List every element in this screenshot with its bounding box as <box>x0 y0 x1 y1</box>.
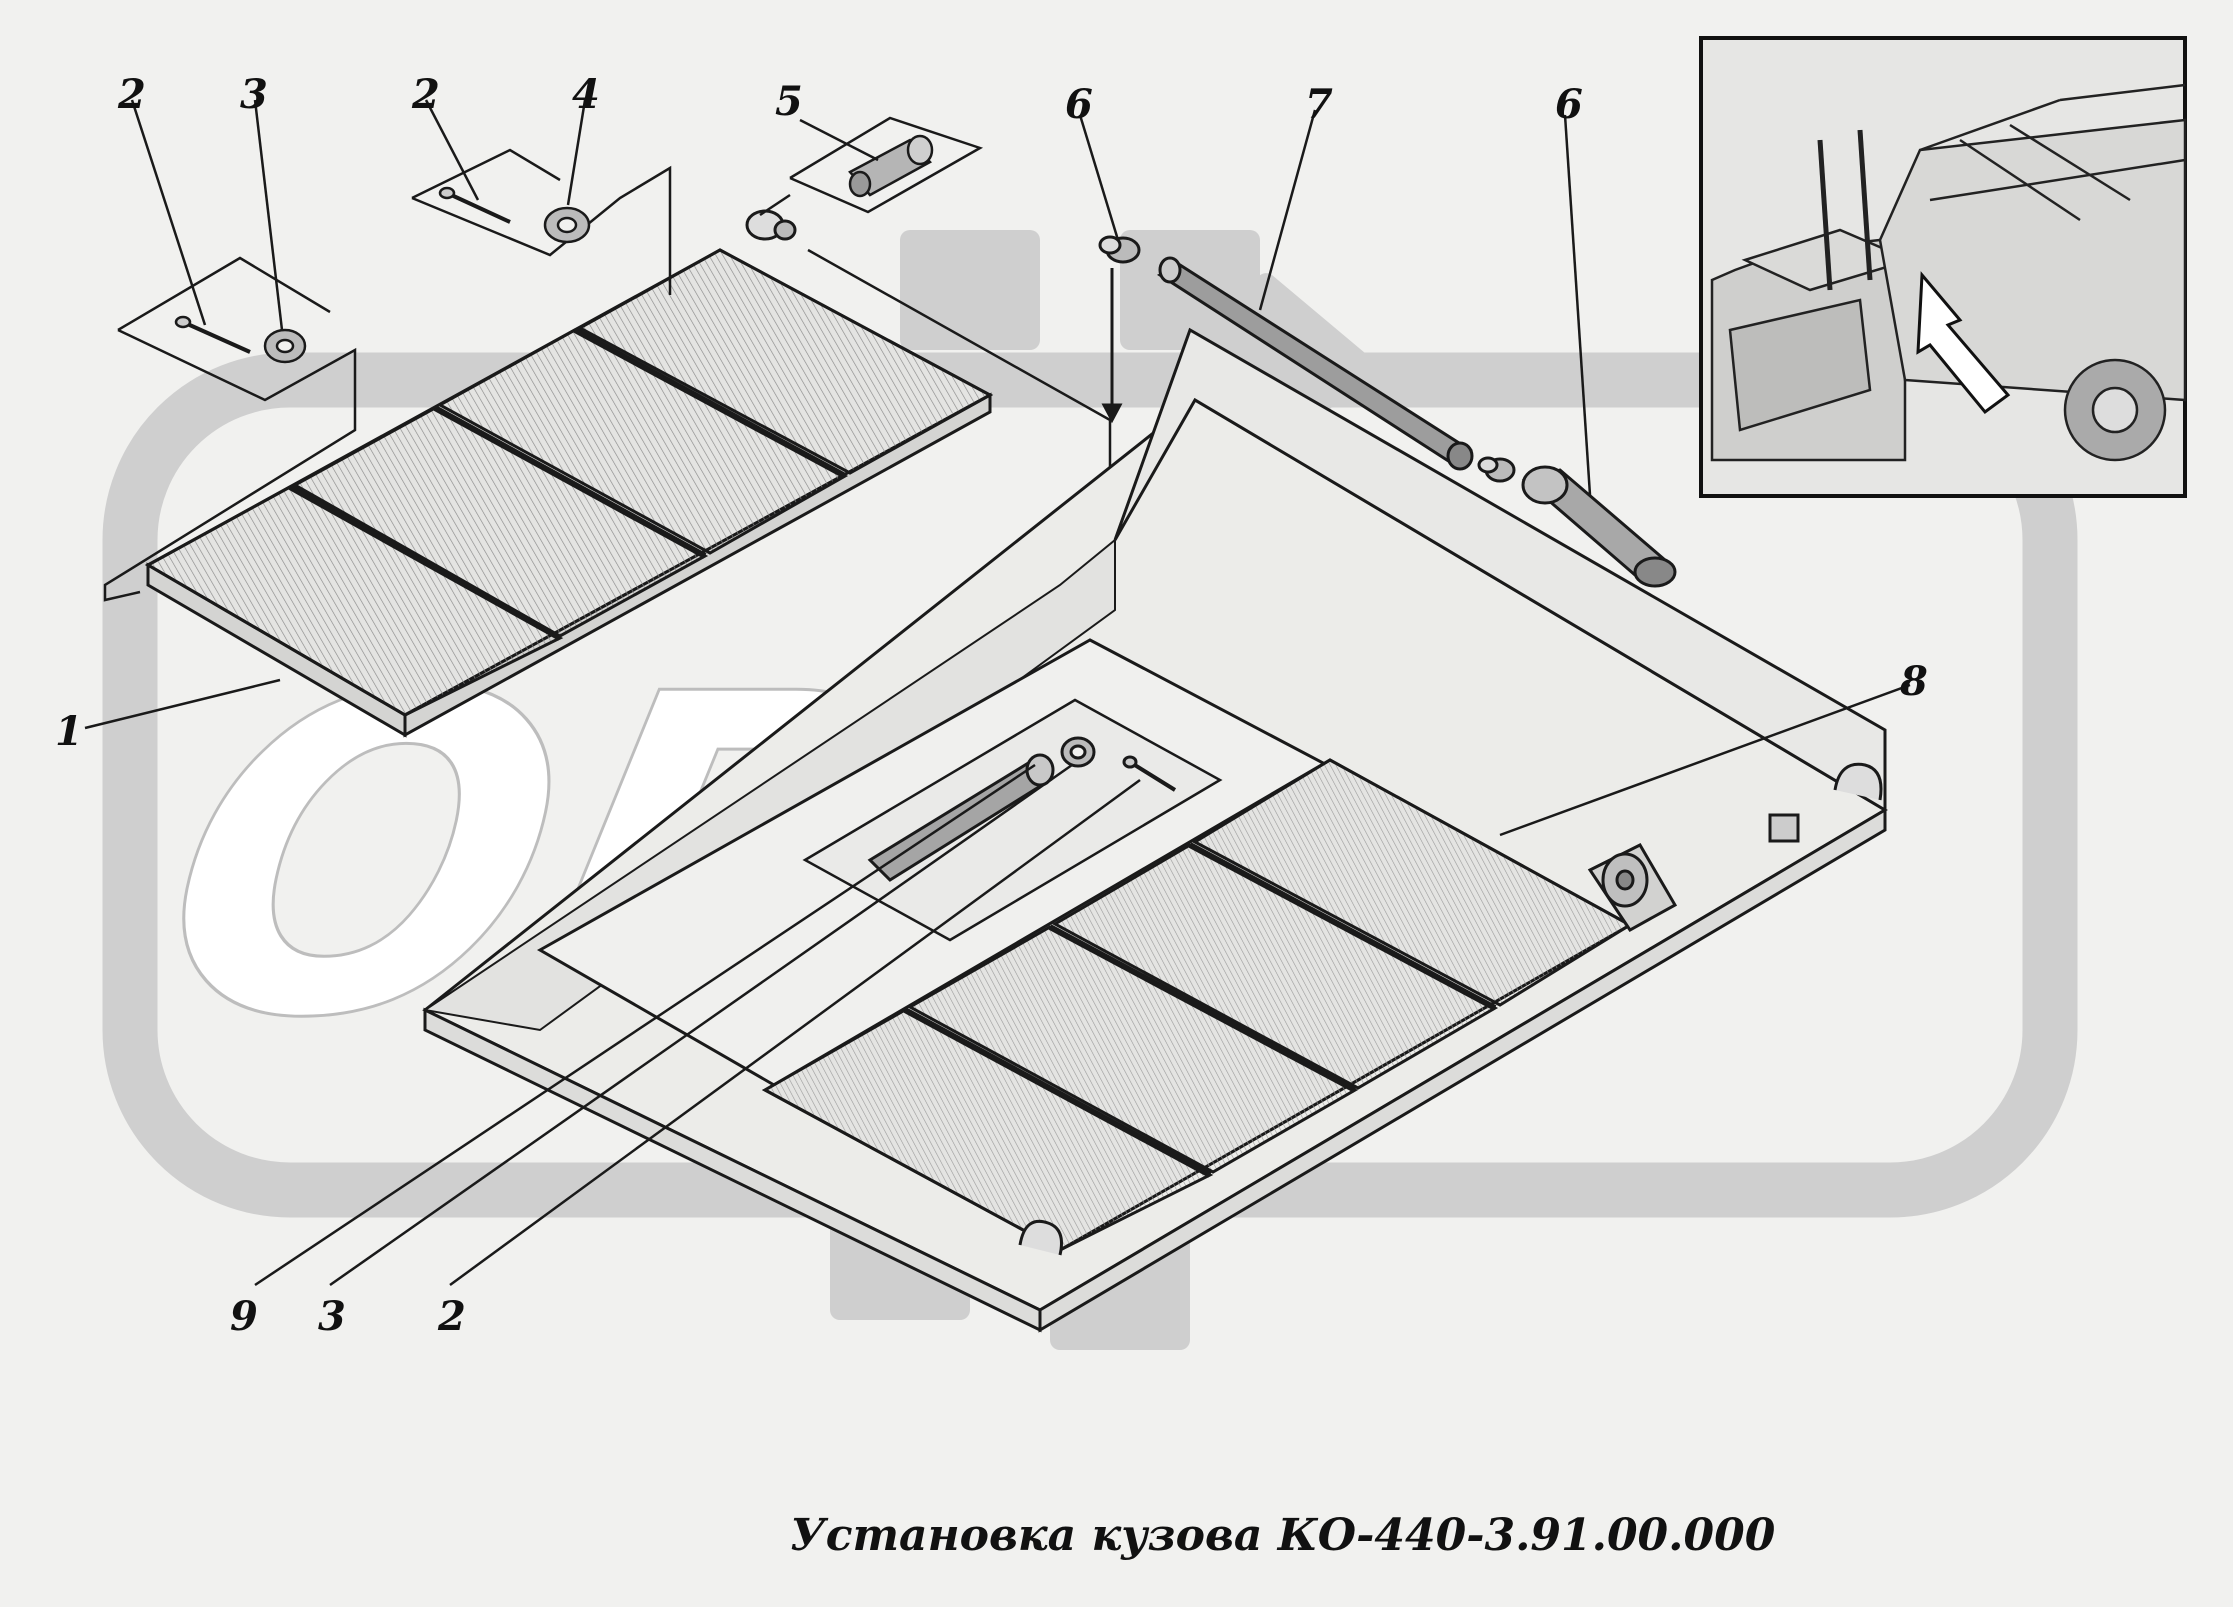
leader-box-2 <box>411 165 672 295</box>
cotter-pin-icon <box>438 186 511 224</box>
pin-icon <box>848 134 934 198</box>
panel-slats <box>144 248 994 717</box>
washer-icon <box>263 328 307 364</box>
callout-2: 2 <box>117 71 146 118</box>
truck-sketch <box>1710 83 2187 462</box>
truck-location-inset <box>1699 36 2187 498</box>
callout-4: 4 <box>572 71 600 118</box>
callout-3: 3 <box>318 1293 346 1340</box>
callout-8: 8 <box>1899 658 1928 705</box>
lifting-lug-icon <box>1018 1219 1063 1256</box>
bushing-icon <box>1098 235 1141 264</box>
callout-6: 6 <box>1065 81 1093 128</box>
washer-icon <box>1060 736 1096 768</box>
hinge-bracket-icon <box>1587 843 1678 932</box>
leader-box-1 <box>103 328 357 602</box>
callout-6: 6 <box>1555 81 1583 128</box>
hydraulic-cylinder <box>1098 235 1677 588</box>
leader-box-3 <box>789 116 984 214</box>
callout-3: 3 <box>240 71 268 118</box>
cotter-pin-icon <box>1122 755 1177 792</box>
callout-2: 2 <box>437 1293 466 1340</box>
leader-lines <box>84 99 1911 1287</box>
location-arrow-icon <box>1916 271 2011 415</box>
callouts: 2 3 2 4 5 6 7 6 1 8 9 3 2 <box>55 71 1928 1340</box>
plate-icon <box>1768 813 1800 843</box>
floor-panel-slats <box>761 758 1633 1252</box>
callout-9: 9 <box>230 1293 258 1340</box>
callout-1: 1 <box>55 708 83 755</box>
callout-2: 2 <box>411 71 440 118</box>
bushing-icon <box>1477 456 1516 483</box>
washer-icon <box>543 206 591 244</box>
callout-5: 5 <box>775 78 803 125</box>
callout-7: 7 <box>1305 81 1333 128</box>
floor-panel-detached <box>144 209 994 738</box>
cotter-pin-icon <box>174 315 251 354</box>
diagram-caption: Установка кузова КО-440-3.91.00.000 <box>790 1510 1776 1561</box>
lifting-lug-icon <box>1833 762 1883 801</box>
body-floor <box>422 327 1888 1333</box>
